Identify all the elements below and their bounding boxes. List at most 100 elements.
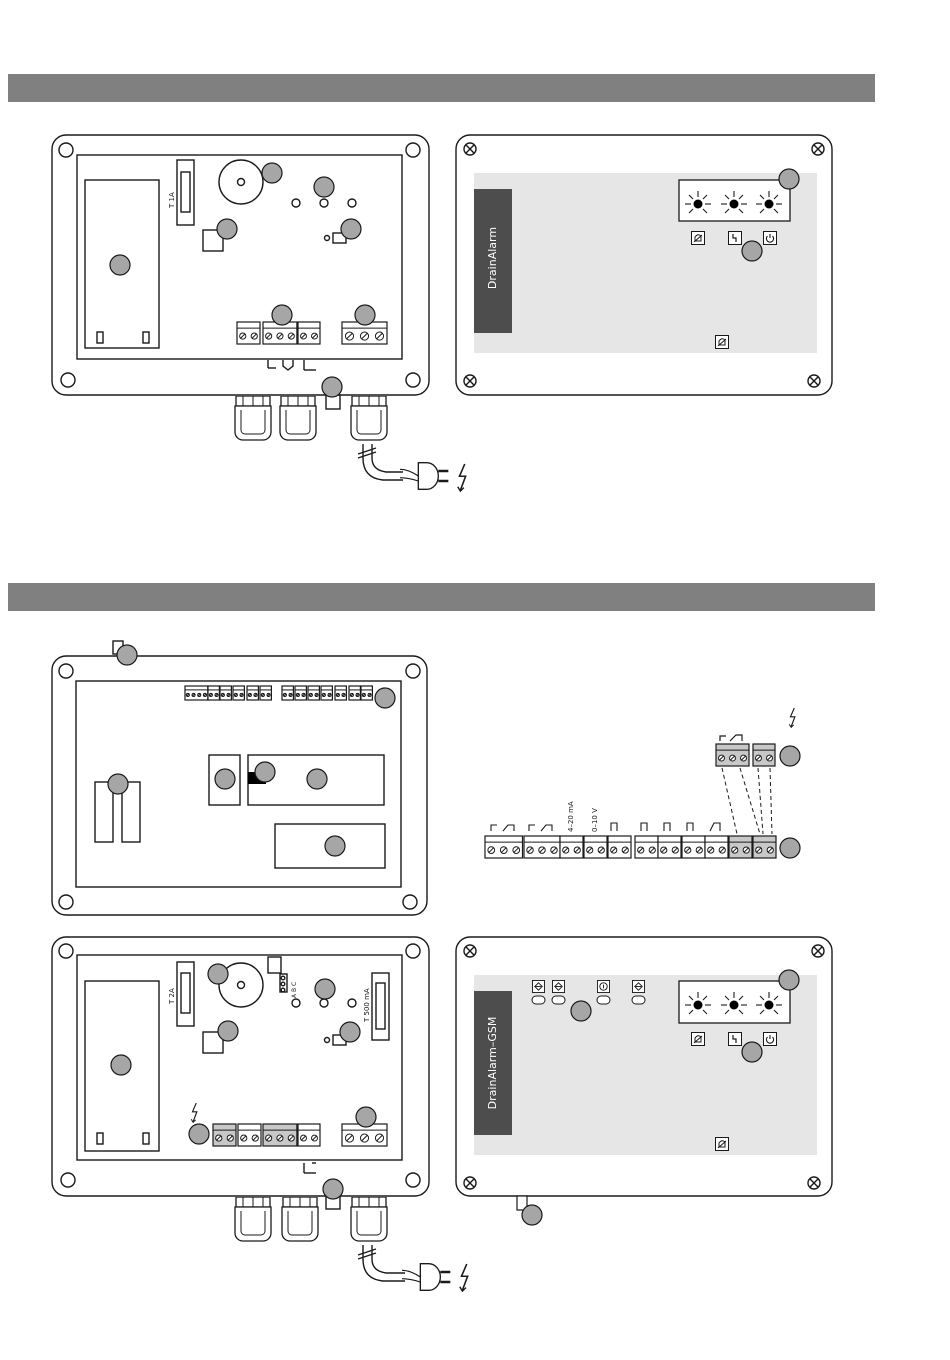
power-plug-icon bbox=[402, 1264, 450, 1291]
callout-marker bbox=[742, 241, 762, 261]
callout-marker bbox=[375, 688, 395, 708]
terminal-block bbox=[263, 1124, 297, 1146]
terminal-block bbox=[658, 836, 681, 858]
terminal-block bbox=[361, 686, 372, 700]
callout-marker bbox=[215, 769, 235, 789]
screw-icon bbox=[812, 143, 824, 155]
lightning-icon bbox=[460, 1264, 468, 1291]
callout-marker bbox=[315, 979, 335, 999]
terminal-block bbox=[682, 836, 705, 858]
callout-marker bbox=[325, 836, 345, 856]
bell-icon bbox=[692, 1033, 705, 1046]
power-cable-2 bbox=[358, 1245, 405, 1281]
terminal-block bbox=[524, 836, 560, 858]
brand-label-drainalarm-gsm: DrainAlarm–GSM bbox=[486, 1017, 499, 1110]
callout-marker bbox=[780, 838, 800, 858]
terminal-block bbox=[321, 686, 332, 700]
terminal-block bbox=[247, 686, 258, 700]
terminal-block bbox=[635, 836, 658, 858]
fuse-label-t500ma: T 500 mA bbox=[363, 988, 371, 1023]
power-cable-1 bbox=[358, 444, 403, 480]
lightning-icon bbox=[458, 464, 466, 491]
power-icon bbox=[764, 232, 777, 245]
front-panel-1 bbox=[456, 135, 832, 395]
terminal-block bbox=[233, 686, 244, 700]
terminal-block bbox=[485, 836, 523, 858]
enclosure-base-2 bbox=[52, 641, 427, 915]
callout-marker bbox=[314, 177, 334, 197]
callout-marker bbox=[779, 169, 799, 189]
screw-icon bbox=[464, 375, 476, 387]
terminal-block bbox=[238, 1124, 261, 1146]
terminal-block bbox=[705, 836, 728, 858]
callout-marker bbox=[780, 746, 800, 766]
front-panel-2 bbox=[456, 937, 832, 1210]
jumper-label-abc: A B C bbox=[291, 982, 298, 998]
section-bar-1 bbox=[8, 74, 875, 102]
callout-marker bbox=[340, 1022, 360, 1042]
terminal-block bbox=[753, 836, 776, 858]
power-plug-icon bbox=[400, 463, 448, 490]
callout-marker bbox=[117, 645, 137, 665]
enclosure-open-2 bbox=[52, 937, 429, 1209]
callout-marker bbox=[779, 970, 799, 990]
terminal-block bbox=[335, 686, 346, 700]
key-icon bbox=[532, 980, 544, 992]
lightning-icon bbox=[789, 708, 795, 727]
callout-marker bbox=[217, 219, 237, 239]
signal-label-0-10v: 0–10 V bbox=[591, 808, 599, 832]
screw-icon bbox=[464, 143, 476, 155]
callout-marker bbox=[522, 1205, 542, 1225]
terminal-block bbox=[185, 686, 208, 700]
relay-contact-icon bbox=[720, 735, 742, 741]
signal-label-4-20ma: 4–20 mA bbox=[567, 801, 575, 832]
callout-marker bbox=[742, 1042, 762, 1062]
brand-label-drainalarm: DrainAlarm bbox=[486, 227, 499, 289]
callout-marker bbox=[272, 305, 292, 325]
bell-icon bbox=[716, 1138, 729, 1151]
fault-icon bbox=[729, 232, 742, 245]
terminal-block bbox=[260, 686, 271, 700]
screw-icon bbox=[808, 1177, 820, 1189]
callout-marker bbox=[111, 1055, 131, 1075]
terminal-block bbox=[237, 322, 260, 344]
fuse-label-t2a: T 2A bbox=[168, 988, 176, 1005]
callout-marker bbox=[208, 964, 228, 984]
callout-marker bbox=[255, 762, 275, 782]
terminal-detail bbox=[485, 744, 776, 858]
screw-icon bbox=[464, 1177, 476, 1189]
callout-marker bbox=[262, 163, 282, 183]
terminal-block bbox=[208, 686, 219, 700]
section-bar-2 bbox=[8, 583, 875, 611]
terminal-block bbox=[220, 686, 231, 700]
terminal-block bbox=[298, 1124, 320, 1146]
callout-marker bbox=[355, 305, 375, 325]
bell-icon bbox=[716, 336, 729, 349]
terminal-block bbox=[295, 686, 306, 700]
screw-icon bbox=[808, 375, 820, 387]
callout-marker bbox=[108, 774, 128, 794]
key-icon bbox=[632, 980, 644, 992]
terminal-block bbox=[584, 836, 607, 858]
terminal-block bbox=[213, 1124, 236, 1146]
terminal-block bbox=[560, 836, 583, 858]
terminal-blocks-2 bbox=[213, 1124, 387, 1146]
cable-glands-1 bbox=[235, 396, 387, 440]
callout-marker bbox=[218, 1021, 238, 1041]
terminal-block bbox=[298, 322, 320, 344]
terminal-block bbox=[753, 744, 775, 766]
callout-marker bbox=[322, 377, 342, 397]
screw-icon bbox=[812, 945, 824, 957]
callout-marker bbox=[571, 1001, 591, 1021]
relay-symbols bbox=[491, 823, 720, 831]
fuse-label-t1a: T 1A bbox=[168, 192, 176, 209]
callout-marker bbox=[341, 219, 361, 239]
dashed-leader-lines bbox=[722, 768, 772, 834]
callout-marker bbox=[356, 1107, 376, 1127]
screw-icon bbox=[464, 945, 476, 957]
fault-icon bbox=[729, 1033, 742, 1046]
terminal-block bbox=[349, 686, 360, 700]
info-icon bbox=[597, 980, 609, 992]
terminal-block bbox=[716, 744, 749, 766]
